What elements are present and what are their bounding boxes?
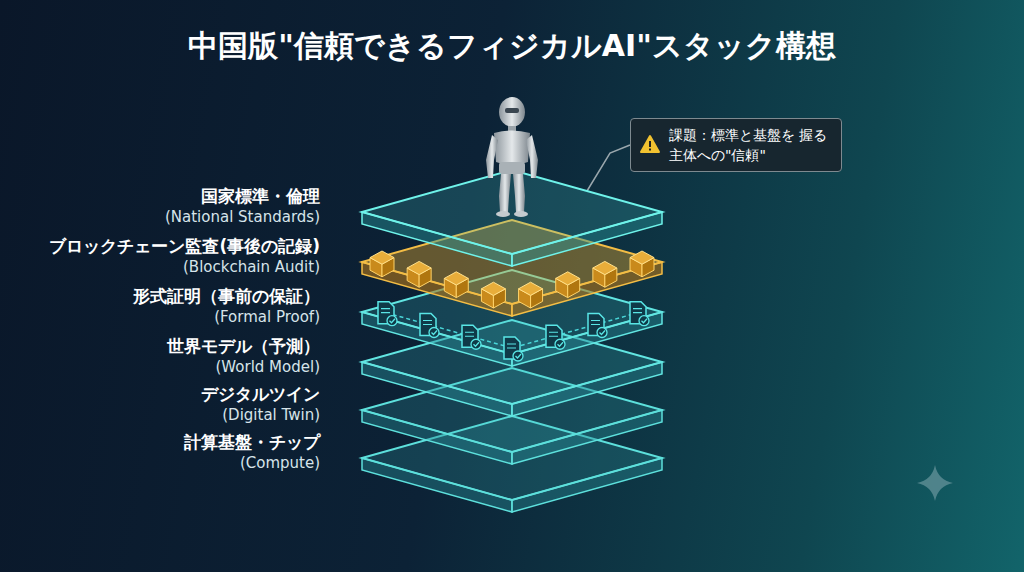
layer-name: 国家標準・倫理 [165,185,320,207]
check-badge [555,339,565,349]
check-badge [639,316,649,326]
check-badge [429,327,439,337]
cube-top [407,261,431,274]
warning-icon [641,136,659,152]
doc-lines [465,332,474,336]
check-mark [642,319,648,323]
check-mark [600,330,606,334]
layer-name: デジタルツイン [201,383,320,405]
layer-name: 世界モデル（予測） [167,335,320,357]
slab-top [362,170,662,254]
cube-top [630,251,654,264]
leader-line [587,145,630,191]
sparkle-mark [917,465,953,501]
layer-english: (Formal Proof) [133,307,320,328]
doc-lines [423,320,432,324]
layer-label: デジタルツイン(Digital Twin) [201,383,320,426]
check-mark [390,319,396,323]
layer-english: (Digital Twin) [201,405,320,426]
check-badge [387,316,397,326]
proof-documents [378,302,649,361]
layer-name: ブロックチェーン監査(事後の記録) [49,235,320,257]
cube-top [519,282,543,295]
check-mark [432,330,438,334]
layer-label: 世界モデル（予測）(World Model) [167,335,320,378]
layer-english: (Compute) [184,453,320,474]
stack-layer: 国家標準・倫理(National Standards) [360,168,664,268]
cube-top [593,261,617,274]
layer-label: 計算基盤・チップ(Compute) [184,431,320,474]
cube-top [444,272,468,285]
check-mark [558,342,564,346]
cube-top [370,251,394,264]
robot-figure [486,97,538,217]
doc-lines [381,309,390,313]
check-badge [597,327,607,337]
layer-name: 計算基盤・チップ [184,431,320,453]
layer-label: 形式証明（事前の保証）(Formal Proof) [133,285,320,328]
layer-name: 形式証明（事前の保証） [133,285,320,307]
check-badge [513,351,523,361]
layer-english: (World Model) [167,357,320,378]
blockchain-cubes [370,251,654,308]
diagram-title: 中国版"信頼できるフィジカルAI"スタック構想 [0,26,1024,67]
layer-label: ブロックチェーン監査(事後の記録)(Blockchain Audit) [49,235,320,278]
doc-lines [507,344,516,348]
layer-english: (National Standards) [165,207,320,228]
check-badge [471,339,481,349]
doc-lines [633,309,642,313]
check-mark [516,354,522,358]
layer-english: (Blockchain Audit) [49,257,320,278]
cube-top [556,272,580,285]
layer-slab [360,168,664,268]
check-mark [474,342,480,346]
callout-text: 課題：標準と基盤を 握る主体への"信頼" [669,125,829,165]
callout-box: 課題：標準と基盤を 握る主体への"信頼" [630,118,842,172]
cube-top [481,282,505,295]
doc-lines [549,332,558,336]
layer-label: 国家標準・倫理(National Standards) [165,185,320,228]
doc-lines [591,320,600,324]
